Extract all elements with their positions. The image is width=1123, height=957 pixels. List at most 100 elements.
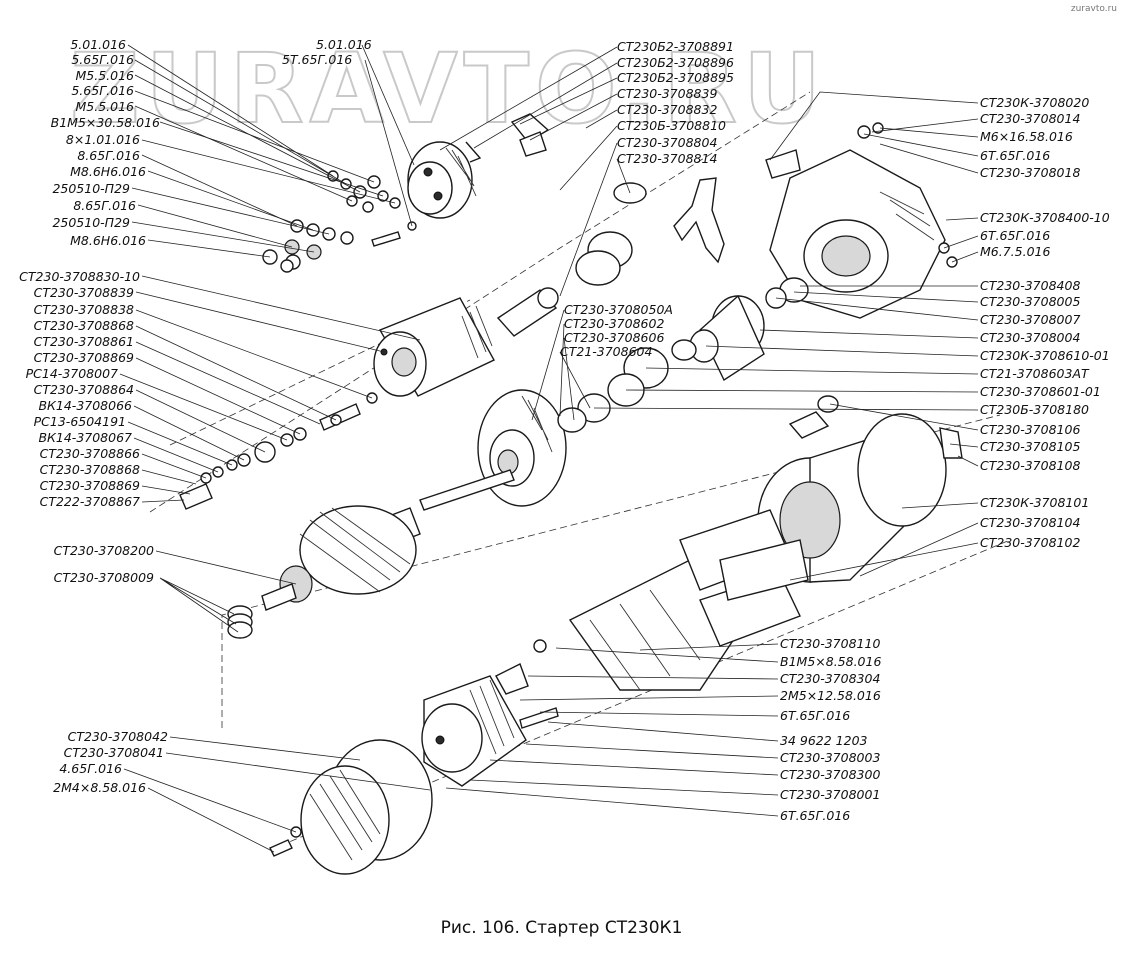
label: 5.01.016 [316,37,372,52]
label: СТ230-3708832 [617,102,717,117]
label: СТ230-3708869 [34,350,134,365]
label: ВК14-3708067 [38,430,132,445]
label: 6Т.65Г.016 [980,228,1050,243]
label: РС14-3708007 [26,366,118,381]
label: М5.5.016 [76,68,135,83]
label: 5Т.65Г.016 [282,52,352,67]
label: СТ230-3708838 [34,302,134,317]
label: М6×16.58.016 [980,129,1073,144]
label: М8.6Н6.016 [70,164,146,179]
label: СТ230-3708864 [34,382,134,397]
intermediate-flange [477,389,567,507]
label: СТ230Б2-3708895 [617,70,734,85]
drive-end-housing [765,122,958,319]
label: М8.6Н6.016 [70,233,146,248]
watermark: ZURAVTO.RU [70,33,827,145]
label: 250510-П29 [52,215,130,230]
label: СТ230-3708102 [980,535,1080,550]
label: ВК14-3708066 [38,398,132,413]
label: 2М4×8.58.016 [53,780,146,795]
label: 6Т.65Г.016 [780,808,850,823]
label: СТ230-3708004 [980,330,1080,345]
label: СТ230-3708009 [54,570,154,585]
label: 34 9622 1203 [780,733,868,748]
label: 8.65Г.016 [77,148,140,163]
labels-bottom-right: СТ230-3708110 В1М5×8.58.016 СТ230-370830… [780,636,881,823]
labels-top: 5.01.016 5Т.65Г.016 СТ230Б2-3708891 СТ23… [282,37,734,166]
label: СТ230-3708804 [617,135,717,150]
overrunning-clutch [557,277,809,433]
label: СТ230-3708003 [780,750,880,765]
label: 8×1.01.016 [66,132,140,147]
labels-middle: СТ230-3708050А СТ230-3708602 СТ230-37086… [560,302,673,359]
label: СТ230-3708005 [980,294,1080,309]
label: 5.01.016 [70,37,126,52]
label: 5.65Г.016 [71,83,134,98]
label: 6Т.65Г.016 [780,708,850,723]
label: СТ230-3708866 [40,446,140,461]
label: СТ230К-3708610-01 [980,348,1110,363]
label: 5.65Г.016 [71,52,134,67]
label: М5.5.016 [76,99,135,114]
label: СТ230-3708018 [980,165,1080,180]
label: СТ230-3708300 [780,767,880,782]
label: СТ230-3708001 [780,787,880,802]
label: СТ230Б-3708180 [980,402,1089,417]
commutator-end-cap [269,739,433,875]
label: СТ230-3708200 [54,543,154,558]
field-housing [757,395,963,583]
label: 8.65Г.016 [73,198,136,213]
label: СТ230Б-3708810 [617,118,726,133]
label: СТ230-3708869 [40,478,140,493]
label: СТ230-3708830-10 [19,269,140,284]
solenoid-relay [373,297,495,397]
armature [227,469,515,639]
label: СТ230-3708041 [64,745,164,760]
label: СТ230-3708304 [780,671,880,686]
label: СТ21-3708604 [560,344,652,359]
label: СТ230К-3708400-10 [980,210,1110,225]
label: СТ230К-3708020 [980,95,1089,110]
fastener-stack [262,170,417,273]
label: СТ230-3708814 [617,151,717,166]
labels-left: 5.01.016 5.65Г.016 М5.5.016 5.65Г.016 М5… [19,37,168,795]
label: РС13-6504191 [34,414,126,429]
brush-holder [421,639,559,787]
label: СТ230-3708106 [980,422,1080,437]
label: СТ230-3708839 [617,86,717,101]
label: СТ230-3708868 [34,318,134,333]
label: СТ230-3708601-01 [980,384,1101,399]
plunger-stack [179,392,378,510]
drive-lever [673,177,725,264]
label: СТ230-3708839 [34,285,134,300]
label: СТ230-3708007 [980,312,1080,327]
site-mark: zuravto.ru [1070,4,1117,14]
label: СТ230-3708861 [34,334,134,349]
field-coils [568,509,809,691]
solenoid-bracket [407,113,550,219]
leader-lines [119,44,979,853]
label: СТ230Б2-3708896 [617,55,734,70]
label: СТ230-3708105 [980,439,1080,454]
label: СТ222-3708867 [40,494,140,509]
label: СТ230-3708868 [40,462,140,477]
label: СТ230-3708042 [68,729,168,744]
figure-caption: Рис. 106. Стартер СТ230К1 [440,918,683,938]
label: 4.65Г.016 [59,761,122,776]
label: СТ230-3708602 [564,316,664,331]
label: СТ230-3708104 [980,515,1080,530]
label: 2М5×12.58.016 [780,688,881,703]
label: В1М5×30.58.016 [51,115,160,130]
label: 250510-П29 [52,181,130,196]
label: СТ230-3708606 [564,330,664,345]
label: М6.7.5.016 [980,244,1050,259]
label: СТ21-3708603АТ [980,366,1090,381]
label: В1М5×8.58.016 [780,654,881,669]
label: 6Т.65Г.016 [980,148,1050,163]
label: СТ230-3708050А [564,302,673,317]
label: СТ230-3708110 [780,636,880,651]
label: СТ230-3708108 [980,458,1080,473]
label: СТ230Б2-3708891 [617,39,734,54]
labels-right: СТ230К-3708020 СТ230-3708014 М6×16.58.01… [980,95,1110,550]
